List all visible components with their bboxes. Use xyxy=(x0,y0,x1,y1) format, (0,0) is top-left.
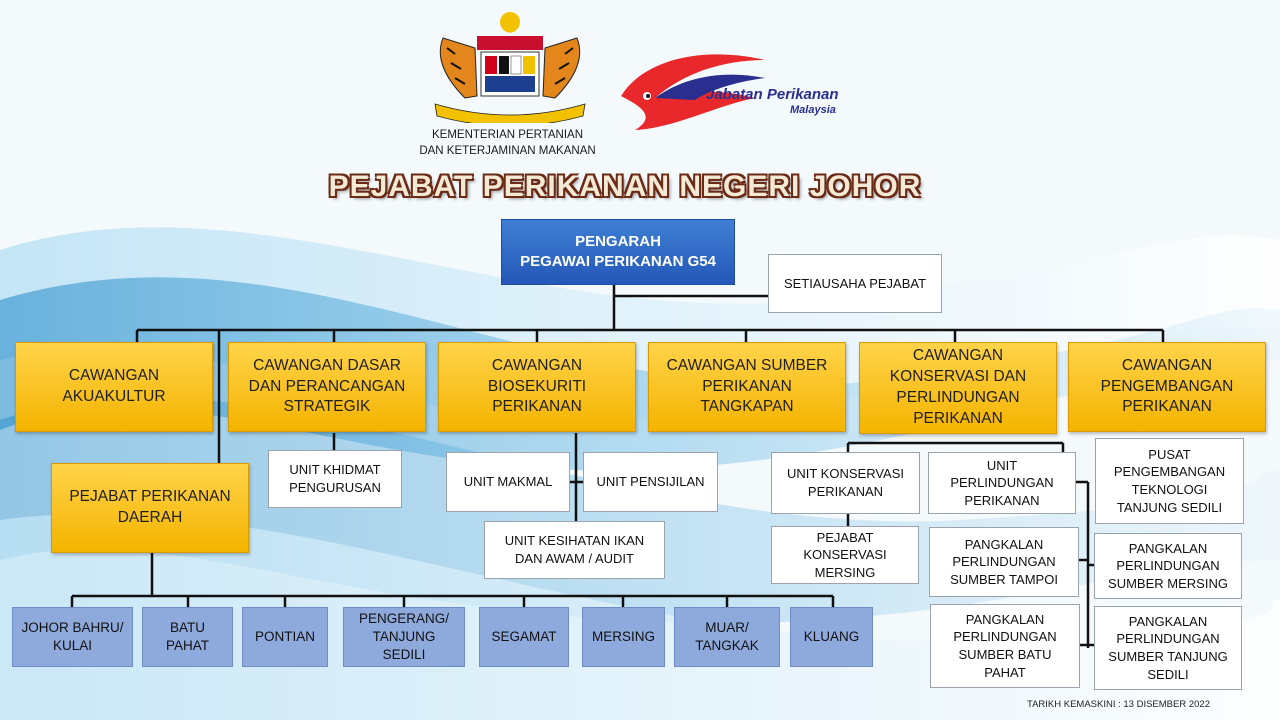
pusat-pengembangan-label: PUSAT PENGEMBANGAN TEKNOLOGI TANJUNG SED… xyxy=(1113,446,1226,515)
district-label: PONTIAN xyxy=(254,628,315,644)
district-segamat: SEGAMAT xyxy=(479,607,569,667)
district-label: JOHOR BAHRU/ KULAI xyxy=(21,619,124,653)
pangkalan-mersing: PANGKALAN PERLINDUNGAN SUMBER MERSING xyxy=(1094,533,1242,599)
branch-konservasi: CAWANGAN KONSERVASI DAN PERLINDUNGAN PER… xyxy=(859,342,1057,434)
district-label: MERSING xyxy=(591,628,655,644)
district-pontian: PONTIAN xyxy=(242,607,328,667)
secretary-box: SETIAUSAHA PEJABAT xyxy=(768,254,942,313)
malaysia-crest-logo xyxy=(434,12,586,123)
district-label: PENGERANG/ TANJUNG SEDILI xyxy=(358,610,450,663)
district-kluang: KLUANG xyxy=(790,607,873,667)
district-label: MUAR/ TANGKAK xyxy=(695,619,759,653)
director-box: PENGARAH PEGAWAI PERIKANAN G54 xyxy=(501,219,735,285)
district-mersing: MERSING xyxy=(582,607,665,667)
pangkalan-tampoi-label: PANGKALAN PERLINDUNGAN SUMBER TAMPOI xyxy=(950,536,1058,587)
pangkalan-tanjung-sedili-label: PANGKALAN PERLINDUNGAN SUMBER TANJUNG SE… xyxy=(1108,613,1228,682)
pangkalan-tampoi: PANGKALAN PERLINDUNGAN SUMBER TAMPOI xyxy=(929,527,1079,597)
unit-perlindungan-label: UNIT PERLINDUNGAN PERIKANAN xyxy=(950,457,1054,508)
branch-akuakultur: CAWANGAN AKUAKULTUR xyxy=(15,342,213,432)
fisheries-logo-subtext: Malaysia xyxy=(790,104,836,116)
branch-dasar-perancangan: CAWANGAN DASAR DAN PERANCANGAN STRATEGIK xyxy=(228,342,426,432)
unit-makmal: UNIT MAKMAL xyxy=(446,452,570,512)
branch-biosekuriti-label: CAWANGAN BIOSEKURITI PERIKANAN xyxy=(487,356,587,416)
unit-kesihatan-label: UNIT KESIHATAN IKAN DAN AWAM / AUDIT xyxy=(504,533,645,566)
pejabat-konservasi-label: PEJABAT KONSERVASI MERSING xyxy=(803,529,887,580)
branch-pengembangan-label: CAWANGAN PENGEMBANGAN PERIKANAN xyxy=(1100,356,1234,416)
unit-makmal-label: UNIT MAKMAL xyxy=(463,474,553,490)
unit-konservasi-label: UNIT KONSERVASI PERIKANAN xyxy=(786,466,905,499)
branch-pengembangan: CAWANGAN PENGEMBANGAN PERIKANAN xyxy=(1068,342,1266,432)
pangkalan-batu-pahat: PANGKALAN PERLINDUNGAN SUMBER BATU PAHAT xyxy=(930,604,1080,688)
branch-akuakultur-label: CAWANGAN AKUAKULTUR xyxy=(62,367,166,405)
district-office-box: PEJABAT PERIKANAN DAERAH xyxy=(51,463,249,553)
district-label: SEGAMAT xyxy=(491,628,557,644)
unit-kesihatan-ikan: UNIT KESIHATAN IKAN DAN AWAM / AUDIT xyxy=(484,521,665,579)
pangkalan-tanjung-sedili: PANGKALAN PERLINDUNGAN SUMBER TANJUNG SE… xyxy=(1094,606,1242,690)
branch-konservasi-label: CAWANGAN KONSERVASI DAN PERLINDUNGAN PER… xyxy=(889,347,1027,427)
secretary-label: SETIAUSAHA PEJABAT xyxy=(783,275,927,291)
branch-sumber-tangkapan: CAWANGAN SUMBER PERIKANAN TANGKAPAN xyxy=(648,342,846,432)
unit-pensijilan-label: UNIT PENSIJILAN xyxy=(596,474,705,490)
pangkalan-mersing-label: PANGKALAN PERLINDUNGAN SUMBER MERSING xyxy=(1108,540,1228,591)
district-office-label: PEJABAT PERIKANAN DAERAH xyxy=(69,488,231,526)
pusat-pengembangan-teknologi: PUSAT PENGEMBANGAN TEKNOLOGI TANJUNG SED… xyxy=(1095,438,1244,524)
last-updated-note: TARIKH KEMASKINI : 13 DISEMBER 2022 xyxy=(1026,699,1210,710)
district-pengerang: PENGERANG/ TANJUNG SEDILI xyxy=(343,607,465,667)
branch-biosekuriti: CAWANGAN BIOSEKURITI PERIKANAN xyxy=(438,342,636,432)
unit-konservasi-perikanan: UNIT KONSERVASI PERIKANAN xyxy=(771,452,920,514)
unit-khidmat-pengurusan: UNIT KHIDMAT PENGURUSAN xyxy=(268,450,402,508)
page-title: PEJABAT PERIKANAN NEGERI JOHOR xyxy=(328,170,922,203)
district-batu-pahat: BATU PAHAT xyxy=(142,607,233,667)
branch-dasar-label: CAWANGAN DASAR DAN PERANCANGAN STRATEGIK xyxy=(248,356,406,416)
district-label: KLUANG xyxy=(803,628,860,644)
branch-sumber-label: CAWANGAN SUMBER PERIKANAN TANGKAPAN xyxy=(666,356,828,416)
district-muar-tangkak: MUAR/ TANGKAK xyxy=(674,607,780,667)
unit-khidmat-label: UNIT KHIDMAT PENGURUSAN xyxy=(289,462,381,495)
fisheries-department-logo xyxy=(621,54,765,130)
district-label: BATU PAHAT xyxy=(165,619,209,653)
ministry-name: KEMENTERIAN PERTANIAN DAN KETERJAMINAN M… xyxy=(419,129,596,158)
unit-perlindungan-perikanan: UNIT PERLINDUNGAN PERIKANAN xyxy=(928,452,1076,514)
unit-pensijilan: UNIT PENSIJILAN xyxy=(583,452,718,512)
pangkalan-batu-pahat-label: PANGKALAN PERLINDUNGAN SUMBER BATU PAHAT xyxy=(953,611,1057,680)
fisheries-logo-text: Jabatan Perikanan xyxy=(706,86,839,103)
district-johor-bahru: JOHOR BAHRU/ KULAI xyxy=(12,607,133,667)
pejabat-konservasi-mersing: PEJABAT KONSERVASI MERSING xyxy=(771,526,919,584)
director-label: PENGARAH PEGAWAI PERIKANAN G54 xyxy=(520,232,716,270)
